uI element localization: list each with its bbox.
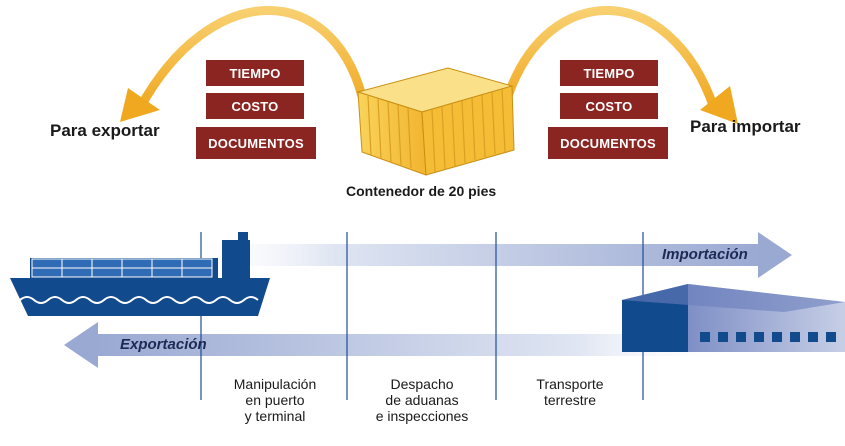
export-flow-arrow — [64, 322, 736, 368]
import-flow-arrow — [190, 232, 792, 278]
warehouse-icon — [622, 284, 845, 352]
container-icon — [356, 67, 515, 176]
stage-line: y terminal — [244, 408, 306, 424]
stage-line: terrestre — [543, 392, 597, 408]
import-side-label: Para importar — [690, 117, 801, 136]
stage-line: e inspecciones — [375, 408, 469, 424]
import-tiempo-box: TIEMPO — [560, 60, 658, 86]
stage-line: Despacho — [390, 376, 454, 392]
export-flow-label: Exportación — [120, 336, 207, 353]
stage-label-inland-transport: Transporte terrestre — [500, 376, 640, 408]
import-flow-label: Importación — [662, 246, 748, 263]
stage-label-port-handling: Manipulación en puerto y terminal — [206, 376, 344, 424]
export-arc-arrow — [120, 6, 367, 122]
ship-icon — [10, 232, 270, 316]
export-costo-box: COSTO — [206, 93, 304, 119]
container-caption: Contenedor de 20 pies — [346, 183, 497, 199]
export-tiempo-box: TIEMPO — [206, 60, 304, 86]
import-arc-arrow — [503, 6, 738, 124]
stage-line: Manipulación — [233, 376, 317, 392]
stage-line: de aduanas — [385, 392, 459, 408]
stage-label-customs: Despacho de aduanas e inspecciones — [352, 376, 492, 424]
stage-line: Transporte — [536, 376, 604, 392]
stage-line: en puerto — [245, 392, 305, 408]
export-documentos-box: DOCUMENTOS — [196, 127, 316, 159]
import-costo-box: COSTO — [560, 93, 658, 119]
export-side-label: Para exportar — [50, 121, 160, 140]
import-documentos-box: DOCUMENTOS — [548, 127, 668, 159]
